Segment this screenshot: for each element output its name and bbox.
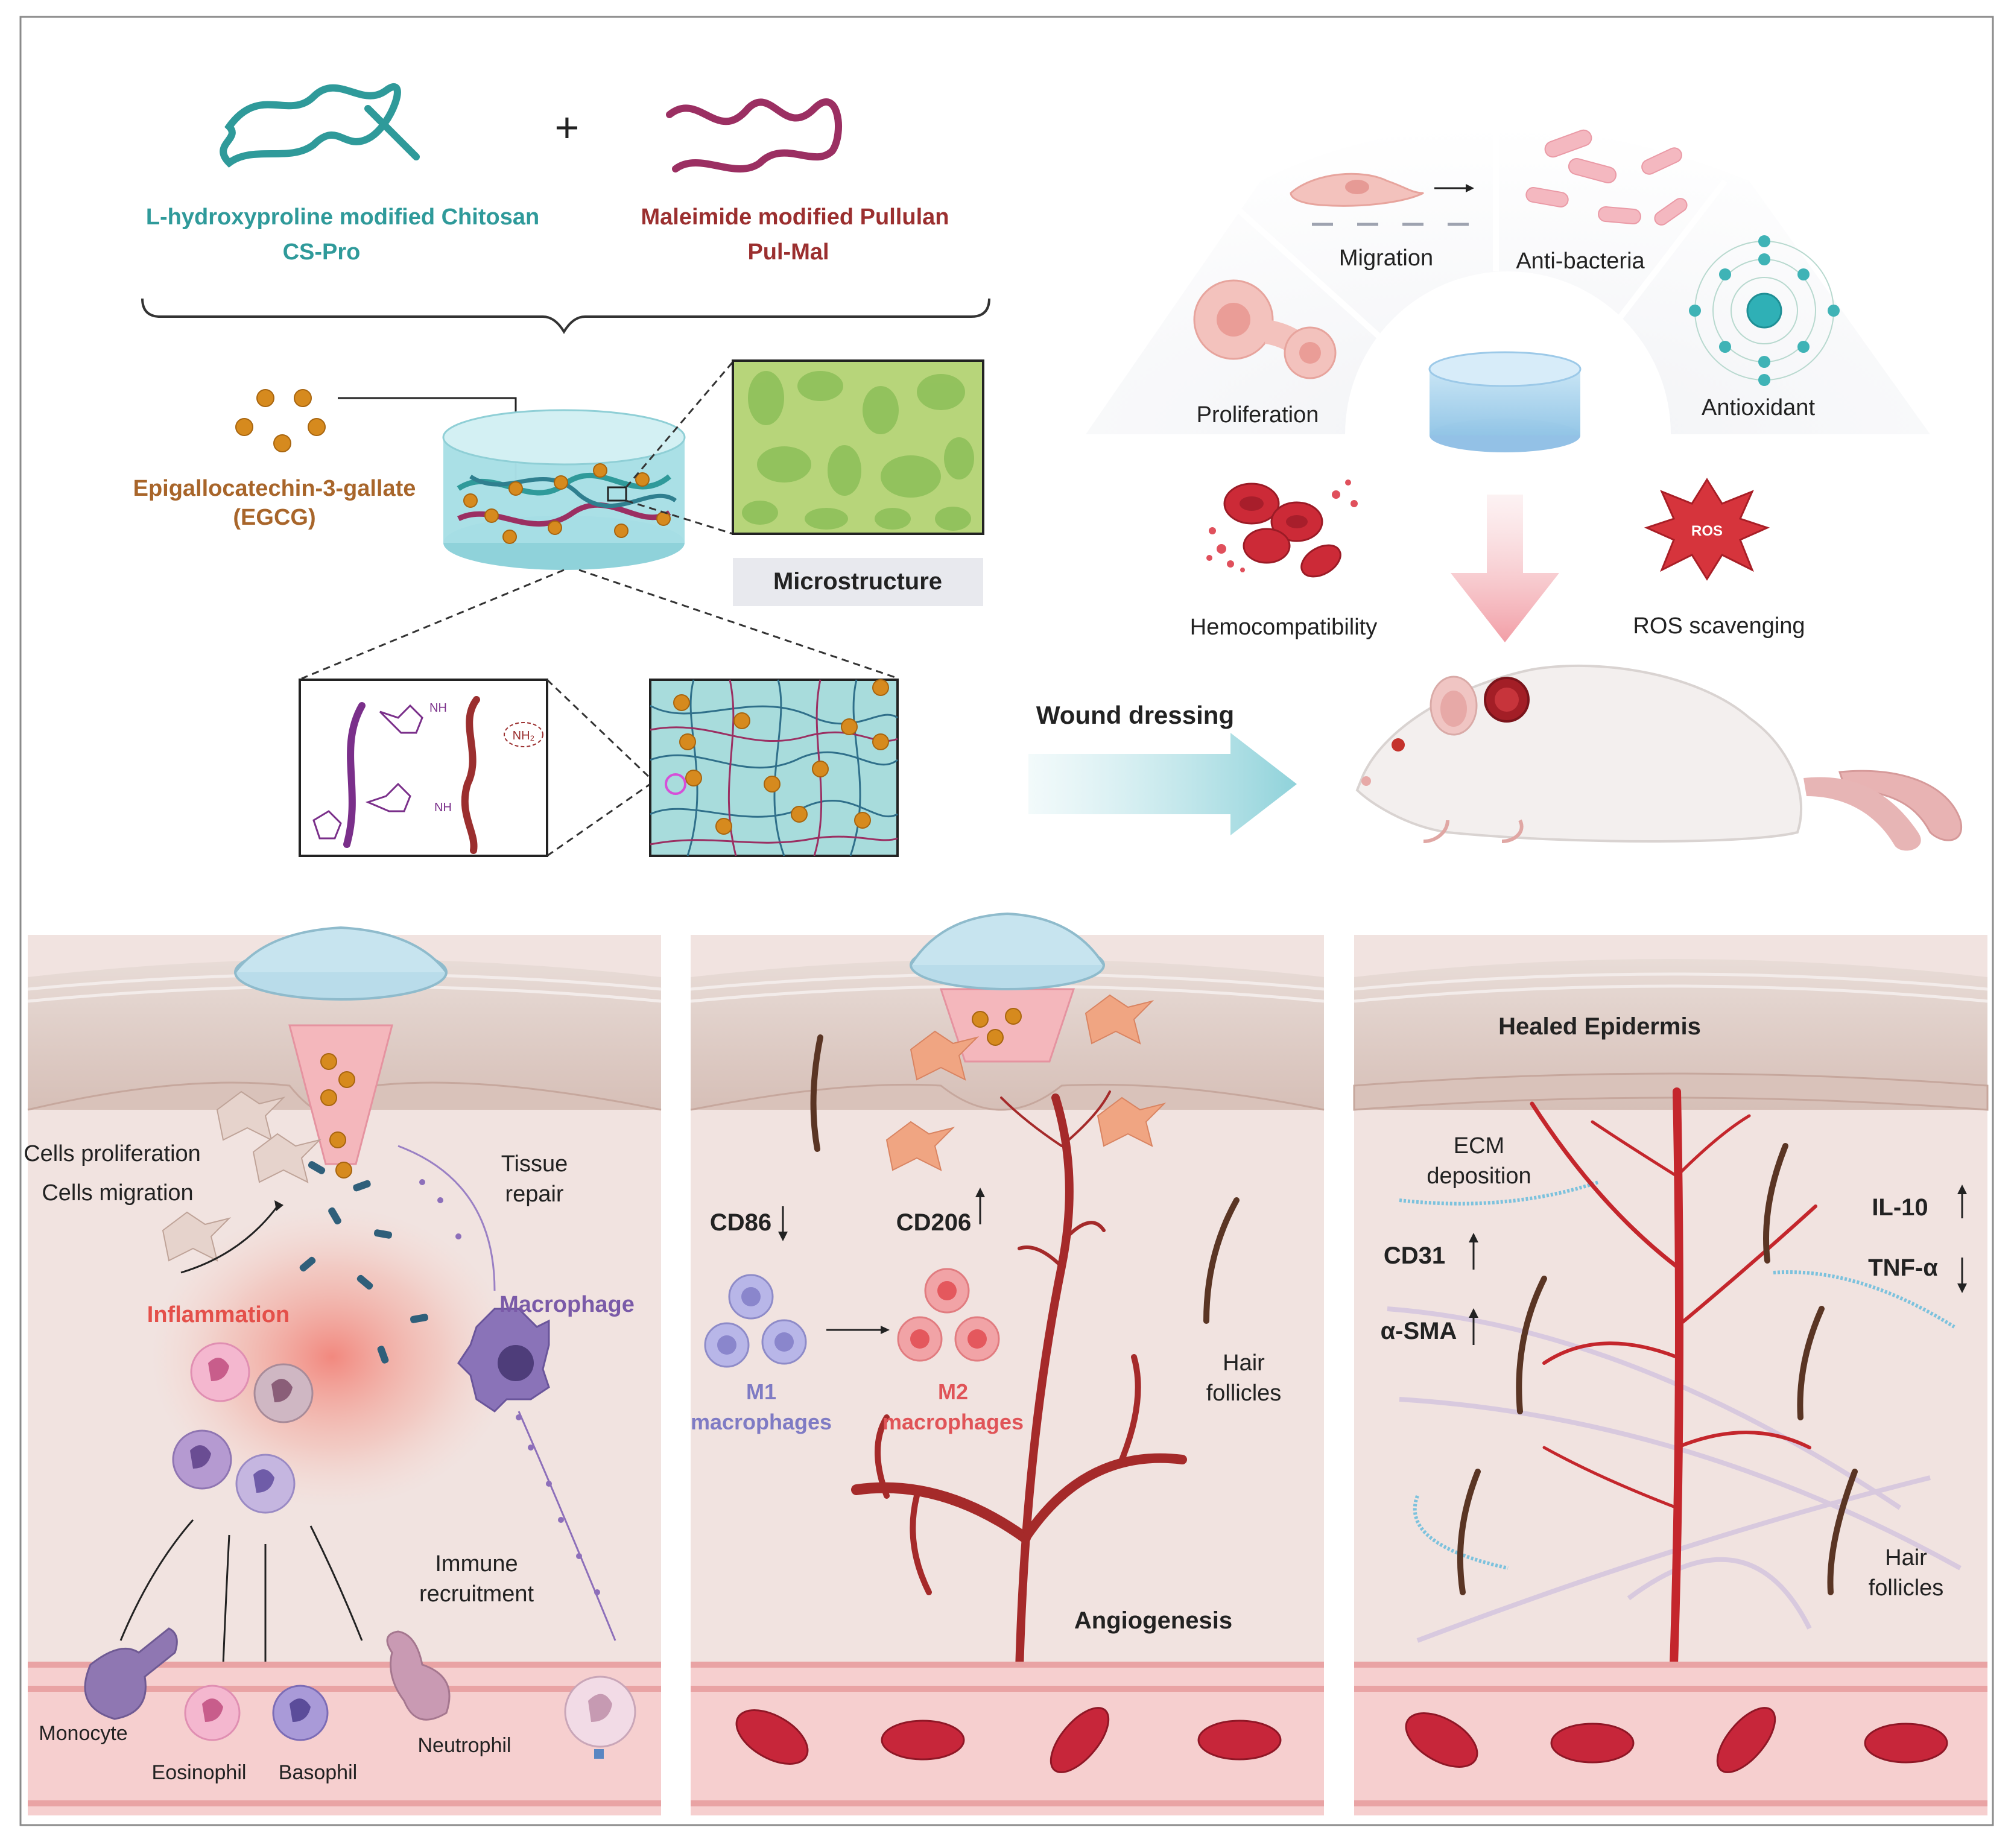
hemocompatibility-label: Hemocompatibility <box>1190 615 1377 640</box>
hair-follicle-icon <box>1797 1306 1825 1420</box>
immune-label: Immune <box>435 1551 518 1577</box>
migration-cell-icon <box>1290 172 1474 226</box>
tnf-label: TNF-α <box>1868 1255 1938 1281</box>
tissue-label: Tissue <box>501 1151 568 1177</box>
panel-inflammation: Cells proliferation Cells migration Tiss… <box>24 926 662 1815</box>
red-blood-cells-icon <box>735 1707 1282 1773</box>
follicles-label: follicles <box>1206 1381 1282 1406</box>
microstructure-label-box <box>733 558 983 606</box>
healed-epidermis-label: Healed Epidermis <box>1498 1013 1701 1040</box>
hair-follicle-icon <box>1457 1469 1481 1595</box>
m1-sub-label: macrophages <box>691 1410 832 1434</box>
cd206-label: CD206 <box>896 1209 972 1236</box>
nh-label-1: NH <box>429 701 447 715</box>
hydrogel-cylinder <box>442 409 686 570</box>
basophil-icon <box>272 1685 329 1741</box>
nh-label-2: NH <box>434 801 452 814</box>
il10-label: IL-10 <box>1872 1194 1928 1221</box>
hair-follicle-icon <box>1827 1469 1858 1595</box>
pullulan-abbr: Pul-Mal <box>747 239 829 265</box>
down-arrow-to-mouse <box>1451 495 1559 642</box>
microstructure-label: Microstructure <box>773 568 942 595</box>
properties-section: Migration Anti-bacteria Proliferation <box>1086 97 1930 642</box>
wound-dressing-arrow <box>1028 733 1297 835</box>
m2-label: M2 <box>938 1379 968 1404</box>
proliferation-cell-icon <box>1193 279 1337 379</box>
wound-dressing-label: Wound dressing <box>1036 701 1234 729</box>
plus-sign: + <box>555 104 580 151</box>
zoom-line-right <box>578 569 899 680</box>
pullulan-name: Maleimide modified Pullulan <box>641 204 949 230</box>
chitosan-abbr: CS-Pro <box>283 239 361 265</box>
anti-bacteria-label: Anti-bacteria <box>1516 248 1645 274</box>
hair-label: Hair <box>1223 1350 1265 1376</box>
m2-macrophages-icon <box>897 1268 1000 1362</box>
cd31-label: CD31 <box>1384 1242 1445 1269</box>
ros-burst-icon: ROS <box>1644 478 1770 581</box>
inflammation-label: Inflammation <box>147 1302 290 1327</box>
egcg-name: Epigallocatechin-3-gallate <box>133 476 416 501</box>
hydrogel-disc-icon <box>1428 351 1582 452</box>
application-section: Wound dressing <box>1028 664 1963 851</box>
ecm-label: ECM <box>1454 1133 1504 1159</box>
blood-vessel-branch-icon <box>851 1090 1187 1675</box>
repair-label: repair <box>505 1182 563 1207</box>
hair-label: Hair <box>1885 1545 1927 1571</box>
microstructure-image: Microstructure <box>625 359 984 606</box>
bacteria-icon <box>1525 129 1688 226</box>
healed-vessel-icon <box>1530 1087 1817 1669</box>
chitosan-name: L-hydroxyproline modified Chitosan <box>146 204 539 230</box>
red-blood-cells-icon <box>1405 1707 1948 1773</box>
proliferation-label: Proliferation <box>1197 402 1319 428</box>
panel-healed: Healed Epidermis ECM deposition IL-10 TN… <box>1353 935 1989 1815</box>
neutrophil-icon <box>386 1630 451 1721</box>
hair-follicle-icon <box>1763 1143 1788 1264</box>
chemical-structure: NH NH NH₂ <box>299 679 548 857</box>
eosinophil-icon <box>184 1685 241 1741</box>
materials-section: + L-hydroxyproline modified Chitosan CS-… <box>133 83 990 857</box>
hair-follicle-icon <box>1516 1276 1547 1414</box>
macrophage-cell-icon <box>457 1308 550 1413</box>
m2-sub-label: macrophages <box>882 1410 1024 1434</box>
antioxidant-label: Antioxidant <box>1702 395 1815 420</box>
panel-angiogenesis: CD86 CD206 M1 macrophages M2 macrophages… <box>690 912 1325 1815</box>
macrophage-label: Macrophage <box>499 1292 635 1317</box>
monocyte-icon <box>84 1627 178 1720</box>
cd86-label: CD86 <box>710 1209 771 1236</box>
m1-label: M1 <box>746 1379 776 1404</box>
m1-macrophages-icon <box>704 1274 807 1368</box>
network-structure <box>649 679 899 857</box>
inflammatory-cells-icon <box>172 1342 314 1514</box>
egcg-dots-icon <box>235 389 326 452</box>
asma-label: α-SMA <box>1381 1318 1457 1344</box>
ros-badge: ROS <box>1691 523 1723 539</box>
nh2-label: NH₂ <box>513 729 535 742</box>
hair-follicle-icon <box>810 1034 823 1152</box>
migration-label: Migration <box>1339 245 1433 271</box>
pullulan-strand-icon <box>666 98 842 172</box>
chitosan-strand-icon <box>220 83 420 168</box>
blood-cells-icon <box>1206 479 1358 578</box>
recruitment-label: recruitment <box>419 1581 534 1607</box>
neutrophil-label: Neutrophil <box>418 1734 511 1757</box>
recruited-cell-icon <box>564 1676 636 1759</box>
mouse-icon <box>1355 664 1963 851</box>
cells-proliferation-label: Cells proliferation <box>24 1141 201 1166</box>
hair-follicle-icon <box>1203 1197 1240 1324</box>
antioxidant-atom-icon <box>1689 235 1840 386</box>
monocyte-label: Monocyte <box>39 1722 127 1745</box>
basophil-label: Basophil <box>279 1761 357 1784</box>
combine-brace <box>141 298 990 334</box>
ros-scavenging-label: ROS scavenging <box>1633 613 1805 639</box>
cells-migration-label: Cells migration <box>42 1180 193 1206</box>
eosinophil-label: Eosinophil <box>152 1761 247 1784</box>
zoom-line-chem-bottom <box>546 783 651 857</box>
egcg-abbr: (EGCG) <box>233 505 315 530</box>
angiogenesis-label: Angiogenesis <box>1074 1607 1232 1634</box>
deposition-label: deposition <box>1427 1163 1531 1189</box>
follicles-label: follicles <box>1869 1575 1944 1601</box>
